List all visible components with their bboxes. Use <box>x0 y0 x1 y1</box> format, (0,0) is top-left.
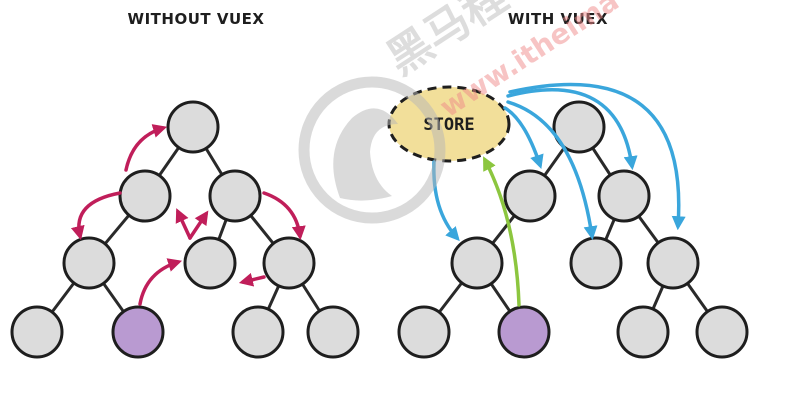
component-node <box>306 305 360 359</box>
commit-arrow <box>483 156 521 307</box>
left-tree <box>10 100 360 359</box>
title-with-vuex: WITH VUEX <box>508 10 608 28</box>
component-node <box>695 305 749 359</box>
store-arrow <box>508 82 686 231</box>
component-node <box>616 305 670 359</box>
title-without-vuex: WITHOUT VUEX <box>128 10 265 28</box>
component-node-active <box>497 305 551 359</box>
direct-arrow <box>70 191 122 241</box>
right-tree: STORE <box>387 82 749 359</box>
component-node <box>397 305 451 359</box>
component-node <box>183 236 237 290</box>
component-node <box>450 236 504 290</box>
direct-arrow <box>188 210 209 240</box>
store-arrow <box>503 106 544 169</box>
left-tree-nodes <box>10 100 360 359</box>
component-node <box>646 236 700 290</box>
component-node-root <box>552 100 606 154</box>
component-node <box>503 169 557 223</box>
direct-arrow <box>175 208 192 240</box>
direct-arrow <box>238 272 266 287</box>
component-node <box>262 236 316 290</box>
right-tree-nodes <box>397 100 749 359</box>
direct-arrow <box>138 258 183 306</box>
component-node <box>208 169 262 223</box>
component-node <box>597 169 651 223</box>
direct-arrow <box>124 124 168 172</box>
component-node <box>62 236 116 290</box>
component-node-active <box>111 305 165 359</box>
watermark-horse-icon <box>333 108 398 201</box>
component-node <box>231 305 285 359</box>
watermark-logo-icon <box>298 76 446 224</box>
store-arrows <box>432 82 686 242</box>
store-arrow <box>506 100 598 241</box>
component-node <box>10 305 64 359</box>
direct-arrow <box>262 191 306 241</box>
store-arrow <box>506 88 638 171</box>
component-node <box>118 169 172 223</box>
component-node-root <box>166 100 220 154</box>
component-node <box>569 236 623 290</box>
left-direct-arrows <box>70 124 306 306</box>
